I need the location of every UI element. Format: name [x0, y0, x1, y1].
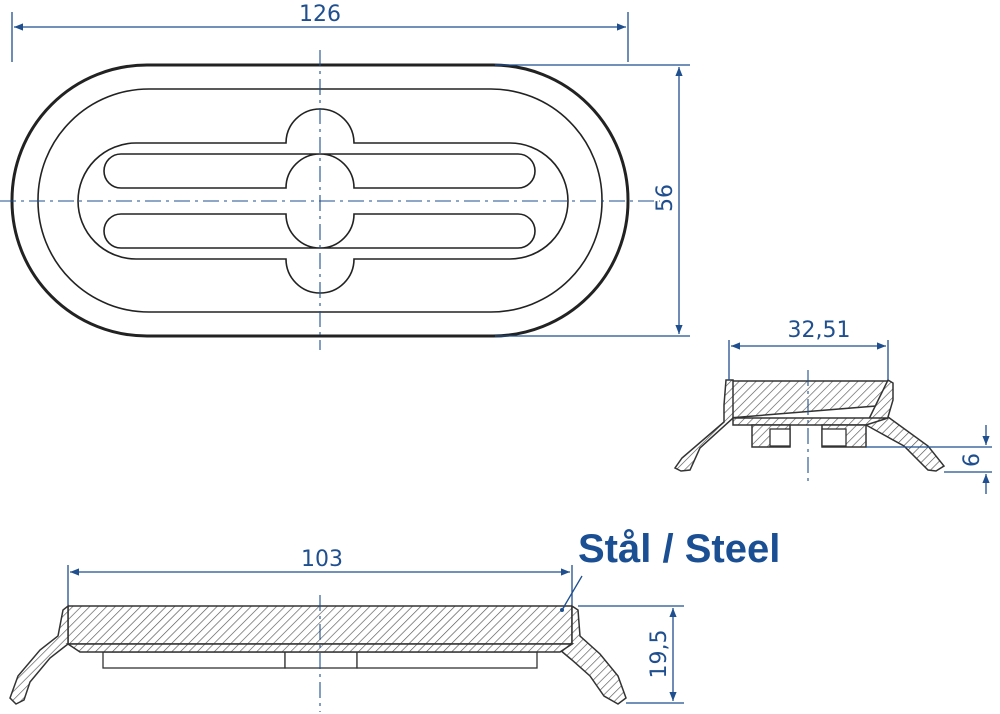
dimension-56: 56 — [653, 184, 678, 212]
side-section-view: 32,51 6 — [673, 318, 992, 494]
front-rubber-left — [9, 604, 69, 705]
dimension-32-51: 32,51 — [788, 318, 851, 343]
steel-label: Stål / Steel — [578, 527, 780, 571]
dimension-126: 126 — [299, 2, 341, 27]
steel-leader-line — [561, 575, 583, 611]
side-rubber-lip — [732, 417, 889, 426]
side-rubber-right — [865, 378, 946, 472]
front-bottom-segment-right — [356, 651, 538, 669]
dimension-103: 103 — [301, 547, 343, 572]
side-rubber-left — [673, 379, 734, 472]
top-view-lower-rib — [103, 213, 536, 249]
top-view-upper-rib — [103, 153, 536, 189]
front-section-view: 103 19,5 Stål / Steel — [9, 527, 780, 712]
top-view-slot — [77, 108, 569, 294]
dimension-6: 6 — [960, 453, 985, 467]
top-view: 126 56 — [0, 2, 690, 350]
dimension-19-5: 19,5 — [647, 630, 672, 679]
front-bottom-segment-middle — [284, 651, 358, 669]
front-bottom-segment-left — [102, 651, 286, 669]
